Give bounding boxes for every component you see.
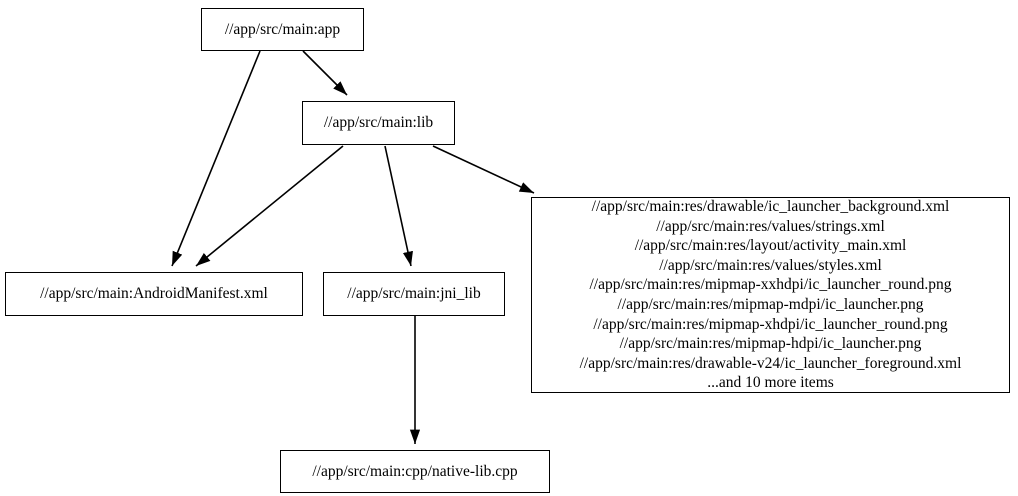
- node-app-label: //app/src/main:app: [224, 20, 341, 38]
- edge-lib-to-resgroup: [432, 145, 535, 194]
- edge-lib-to-androidmanifest: [195, 145, 344, 267]
- node-jni-lib-label: //app/src/main:jni_lib: [347, 285, 481, 303]
- node-jni-lib[interactable]: //app/src/main:jni_lib: [323, 272, 505, 316]
- node-lib[interactable]: //app/src/main:lib: [302, 101, 455, 145]
- edge-lib-to-jnilib: [384, 145, 413, 267]
- node-lib-label: //app/src/main:lib: [323, 114, 434, 132]
- node-android-manifest-label: //app/src/main:AndroidManifest.xml: [40, 285, 268, 303]
- node-app[interactable]: //app/src/main:app: [201, 8, 364, 51]
- node-native-lib-cpp-label: //app/src/main:cpp/native-lib.cpp: [312, 462, 518, 480]
- edge-app-to-androidmanifest: [171, 50, 261, 267]
- node-android-manifest[interactable]: //app/src/main:AndroidManifest.xml: [5, 272, 303, 316]
- edge-app-to-lib: [302, 50, 348, 96]
- node-res-group[interactable]: //app/src/main:res/drawable/ic_launcher_…: [531, 197, 1010, 393]
- node-native-lib-cpp[interactable]: //app/src/main:cpp/native-lib.cpp: [280, 450, 550, 493]
- node-res-group-label: //app/src/main:res/drawable/ic_launcher_…: [579, 198, 962, 392]
